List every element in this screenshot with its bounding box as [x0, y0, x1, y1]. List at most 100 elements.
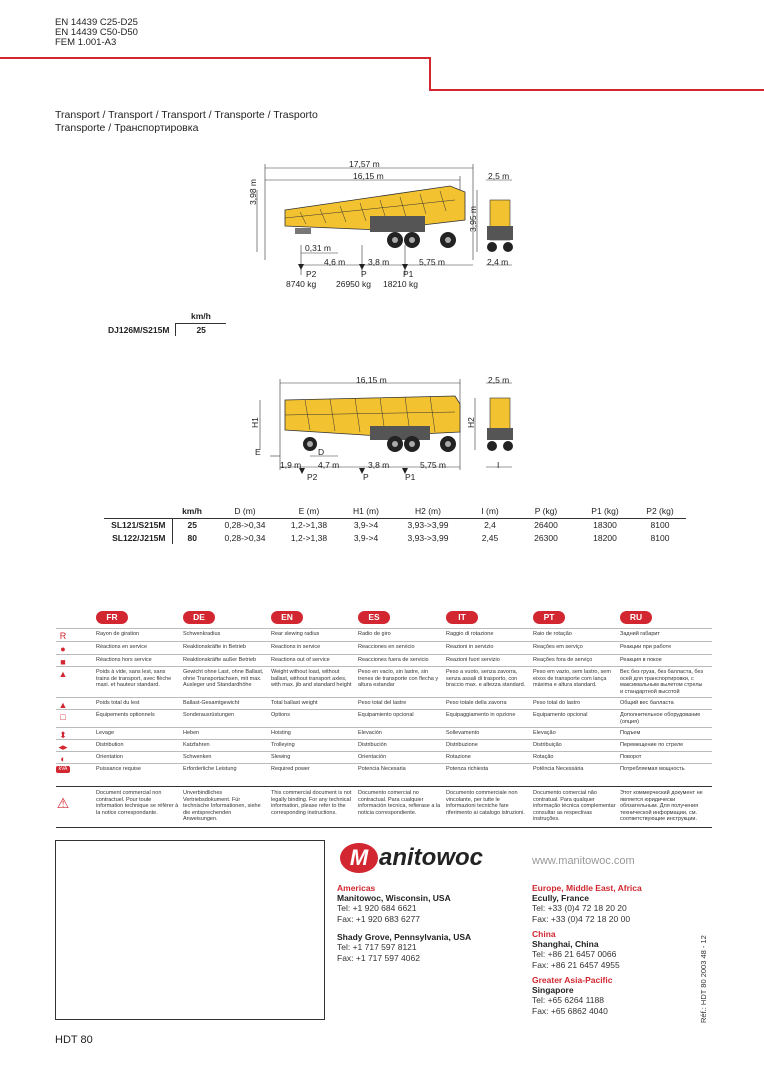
header-rule-step	[429, 57, 431, 90]
dim-overall-length: 17,57 m	[349, 159, 380, 169]
dim2-38: 3,8 m	[368, 460, 390, 470]
legend-text: Reações fora de serviço	[533, 657, 593, 663]
speed-table-value: 25	[196, 324, 206, 335]
dim-575: 5,75 m	[419, 257, 445, 267]
crane-boom-2	[284, 395, 461, 440]
legend-text: Peso em vazio, sem lastro, sem eixos de …	[533, 669, 611, 688]
legend-text: Equipaggiamento in opzione	[446, 712, 516, 718]
language-badge-it: IT	[446, 611, 478, 624]
contact-city: Manitowoc, Wisconsin, USA	[337, 893, 451, 903]
legend-text: Reazioni in servizio	[446, 644, 494, 650]
disclaimer-text: Documento comercial no contractual. Para…	[358, 790, 441, 816]
spec-table-header: km/h	[172, 505, 212, 519]
legend-text: Orientation	[96, 754, 123, 760]
spec-table-header-row: km/h D (m) E (m) H1 (m) H2 (m) I (m) P (…	[104, 505, 686, 519]
wheels-2	[303, 436, 456, 452]
disclaimer-text: Documento commerciale non vincolante, pe…	[446, 790, 525, 816]
slewing-icon: ◐	[60, 754, 66, 764]
header-rule-right	[429, 89, 764, 91]
legend-text: Rear slewing radius	[271, 631, 320, 637]
legend-text: Elevación	[358, 730, 382, 736]
disclaimer-text: Document commercial non contractuel. Pou…	[96, 790, 179, 816]
section-title-line: Transporte / Транспортировка	[55, 122, 199, 134]
dim-46: 4,6 m	[324, 257, 346, 267]
spec-table-cell: 3,93->3,99	[407, 519, 449, 530]
website-link[interactable]: www.manitowoc.com	[532, 855, 635, 867]
disclaimer-text: Этот коммерческий документ не является ю…	[620, 790, 703, 822]
legend-text: Équipements optionnels	[96, 712, 155, 718]
spec-table-cell: 26400	[534, 519, 558, 530]
spec-table-cell: 80	[187, 532, 197, 543]
legend-text: Reacciones en servicio	[358, 644, 415, 650]
optional-equipment-icon: □	[60, 712, 66, 722]
standards-block: EN 14439 C25-D25 EN 14439 C50-D50 FEM 1.…	[55, 18, 138, 48]
dim2-575: 5,75 m	[420, 460, 446, 470]
disclaimer-text: This commercial document is not legally …	[271, 790, 352, 816]
legend-text: Rotazione	[446, 754, 471, 760]
weight-icon: ▲	[58, 669, 68, 679]
legend-text: Rayon de giration	[96, 631, 140, 637]
load-p1-value: 18210 kg	[383, 279, 418, 289]
logo-wordmark: anitowoc	[379, 844, 484, 871]
contact-fax: Fax: +33 (0)4 72 18 20 00	[532, 913, 631, 924]
spec-table-cell: 0,28->0,34	[224, 532, 266, 543]
legend-text: Puissance requise	[96, 766, 141, 772]
legend-text: Peso en vacío, sin lastre, sin trenes de…	[358, 669, 439, 688]
dim-height-right: 3,95 m	[468, 206, 478, 232]
dim2-h1: H1	[250, 417, 260, 428]
legend-text: Schwenkradius	[183, 631, 221, 637]
legend-text: Ballast-Gesamtgewicht	[183, 700, 240, 706]
load-p-value: 26950 kg	[336, 279, 371, 289]
legend-text: Reacciones fuera de servicio	[358, 657, 429, 663]
manitowoc-logo: M anitowoc	[340, 843, 483, 873]
contact-tel: Tel: +1 920 684 6621	[337, 903, 417, 913]
legend-text: Potenza richiesta	[446, 766, 489, 772]
dim-38: 3,8 m	[368, 257, 390, 267]
load-p1-label: P1	[403, 269, 414, 279]
language-badge-es: ES	[358, 611, 390, 624]
contact-region: Americas	[337, 883, 376, 893]
legend-text: Trolleying	[271, 742, 295, 748]
speed-table: km/h DJ126M/S215M 25	[104, 310, 226, 336]
legend-text: Distribution	[96, 742, 124, 748]
legend-text: Reazioni fuori servizio	[446, 657, 500, 663]
contact-region: Europe, Middle East, Africa	[532, 883, 642, 893]
legend-text: Slewing	[271, 754, 291, 760]
spec-table-cell: 1,2->1,38	[290, 532, 328, 543]
dim-width: 2,5 m	[488, 171, 510, 181]
section-title: Transport / Transport / Transport / Tran…	[55, 109, 318, 135]
header-rule	[0, 57, 430, 59]
load-p2-label: P2	[306, 269, 317, 279]
spec-table-cell: 3,9->4	[353, 519, 379, 530]
legend-text: Reactions in service	[271, 644, 321, 650]
legend-text: Required power	[271, 766, 310, 772]
legend-text: Общий вес балласта	[620, 700, 674, 706]
legend-text: Réactions en service	[96, 644, 148, 650]
dim-24: 2,4 m	[487, 257, 509, 267]
legend-text: Distribución	[358, 742, 387, 748]
logo-mark: M	[340, 843, 378, 873]
total-ballast-icon: ▲	[58, 700, 68, 710]
spec-table-cell: 1,2->1,38	[290, 519, 328, 530]
spec-table-cell: 18200	[593, 532, 617, 543]
spec-table-corner	[104, 505, 172, 519]
spec-table-cell: 8100	[650, 532, 670, 543]
contact-region: China	[532, 929, 556, 939]
legend-text: Вес без груза, без балласта, без осей дл…	[620, 669, 703, 695]
dim-height-left: 3,98 m	[248, 179, 258, 205]
contact-city: Ecully, France	[532, 893, 590, 903]
legend-row: ▲Poids à vide, sans lest, sans trains de…	[56, 666, 712, 697]
legend-text: Rotação	[533, 754, 554, 760]
spec-table-model: SL122/J215M	[104, 531, 173, 544]
legend-text: Peso totale della zavorra	[446, 700, 507, 706]
contact-tel: Tel: +33 (0)4 72 18 20 20	[532, 903, 627, 913]
load-arrows-2	[299, 468, 408, 474]
reaction-out-of-service-icon: ■	[60, 657, 66, 667]
